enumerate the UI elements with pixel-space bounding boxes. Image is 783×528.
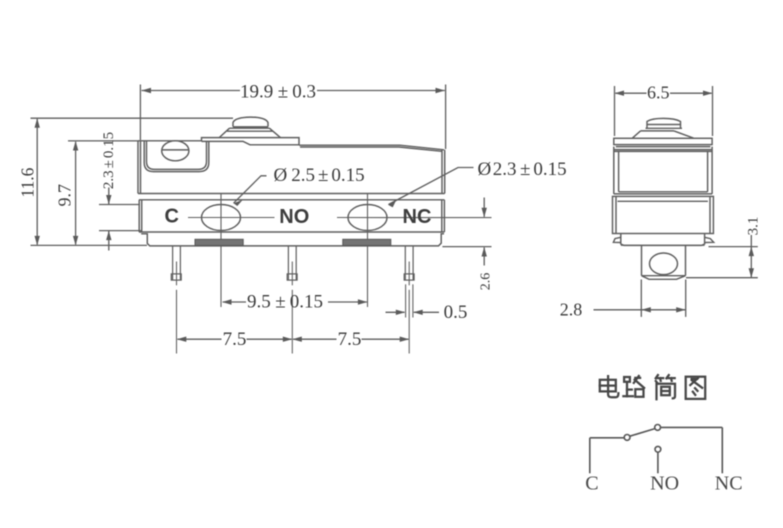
svg-text:9.5±0.15: 9.5±0.15: [247, 292, 323, 313]
svg-text:2.6: 2.6: [478, 273, 493, 291]
svg-text:NO: NO: [279, 206, 309, 228]
svg-text:7.5: 7.5: [338, 329, 362, 350]
svg-text:11.6: 11.6: [17, 167, 37, 197]
svg-text:2.3±0.15: 2.3±0.15: [101, 132, 117, 189]
svg-text:2.8: 2.8: [560, 299, 583, 319]
svg-text:NC: NC: [403, 206, 432, 228]
svg-text:NC: NC: [715, 473, 743, 495]
svg-text:Ø2.3±0.15: Ø2.3±0.15: [478, 159, 567, 180]
svg-text:0.5: 0.5: [444, 302, 468, 323]
svg-text:C: C: [585, 473, 598, 495]
svg-text:19.9±0.3: 19.9±0.3: [240, 81, 316, 102]
svg-text:Ø2.5±0.15: Ø2.5±0.15: [274, 165, 365, 186]
svg-text:3.1: 3.1: [745, 217, 761, 236]
svg-text:7.5: 7.5: [223, 329, 247, 350]
svg-text:6.5: 6.5: [647, 83, 670, 103]
svg-text:C: C: [164, 205, 178, 227]
svg-text:NO: NO: [650, 473, 679, 495]
svg-text:9.7: 9.7: [55, 184, 75, 207]
